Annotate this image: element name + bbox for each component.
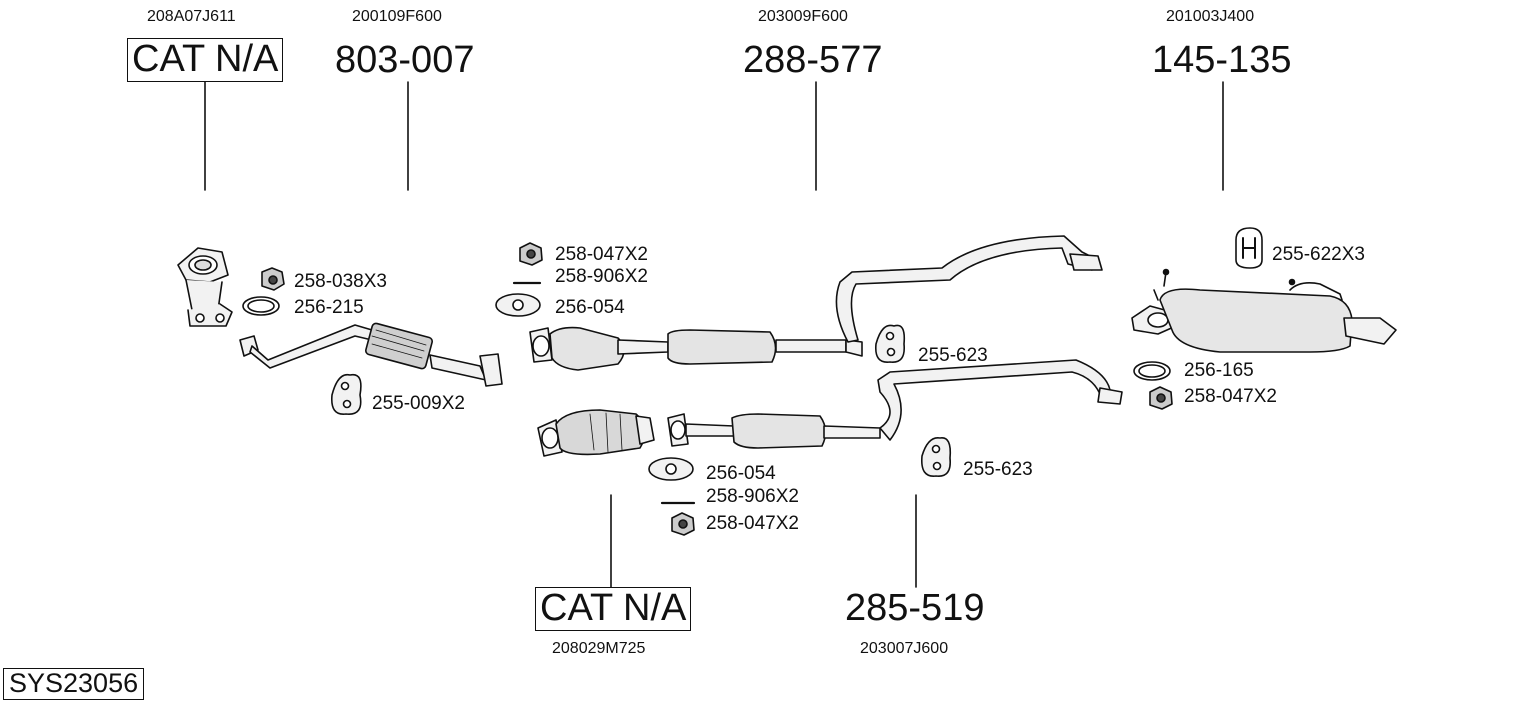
oem-number-front-pipe: 200109F600 (352, 8, 442, 25)
oem-number-intermediate-upper: 203009F600 (758, 8, 848, 25)
part-label-rear-muffler[interactable]: 145-135 (1152, 39, 1292, 81)
accessory-label-bolt-mid[interactable]: 258-906X2 (555, 266, 648, 287)
front-catalyst-part[interactable] (177, 247, 233, 327)
part-label-cat-lower[interactable]: CAT N/A (535, 587, 692, 631)
intermediate-pipe-lower-part[interactable] (667, 359, 1123, 449)
rear-muffler-part[interactable] (1131, 268, 1397, 353)
hanger-lower-icon (920, 437, 952, 477)
accessory-icons-left (242, 267, 362, 415)
accessory-label-bolt-lower[interactable]: 258-906X2 (706, 486, 799, 507)
part-label-intermediate-lower[interactable]: 285-519 (845, 587, 985, 629)
part-label-intermediate-upper[interactable]: 288-577 (743, 39, 883, 81)
accessory-label-gasket[interactable]: 256-215 (294, 297, 364, 318)
lower-catalyst-part[interactable] (537, 409, 655, 457)
accessory-label-gasket-rear[interactable]: 256-165 (1184, 360, 1254, 381)
oem-number-rear-muffler: 201003J400 (1166, 8, 1255, 25)
oem-number-cat-lower: 208029M725 (552, 640, 646, 657)
accessory-label-nut-mid[interactable]: 258-047X2 (555, 244, 648, 265)
gasket-icon (242, 296, 280, 316)
oem-number-intermediate-lower: 203007J600 (860, 640, 949, 657)
system-id-label: SYS23056 (3, 668, 145, 700)
intermediate-pipe-upper-part[interactable] (529, 235, 1103, 371)
accessory-label-flange-gasket-mid[interactable]: 256-054 (555, 297, 625, 318)
accessory-label-hanger[interactable]: 255-009X2 (372, 393, 465, 414)
part-label-cat-front[interactable]: CAT N/A (127, 38, 284, 82)
accessory-icons-mid-upper (495, 242, 543, 317)
front-pipe-part[interactable] (239, 322, 503, 387)
accessory-label-h-clamp[interactable]: 255-622X3 (1272, 244, 1365, 265)
accessory-label-hanger-lower[interactable]: 255-623 (963, 459, 1033, 480)
rear-accessory-icons (1133, 227, 1263, 410)
hanger-upper-icon (874, 324, 906, 363)
accessory-label-nut-rear[interactable]: 258-047X2 (1184, 386, 1277, 407)
oem-number-cat-front: 208A07J611 (147, 8, 236, 25)
accessory-icons-mid-lower (648, 457, 696, 536)
accessory-label-hanger-upper[interactable]: 255-623 (918, 345, 988, 366)
accessory-label-nut-lower[interactable]: 258-047X2 (706, 513, 799, 534)
accessory-label-flange-gasket-lower[interactable]: 256-054 (706, 463, 776, 484)
hanger-icon (330, 373, 362, 415)
part-label-front-pipe[interactable]: 803-007 (335, 39, 475, 81)
accessory-label-nut[interactable]: 258-038X3 (294, 271, 387, 292)
leader-lines (204, 81, 1224, 588)
